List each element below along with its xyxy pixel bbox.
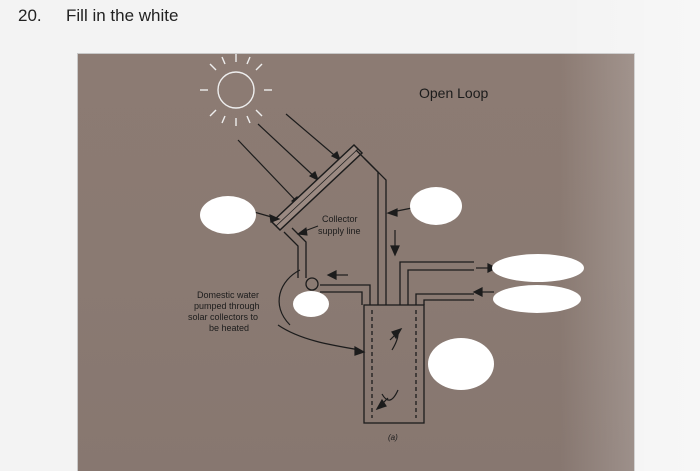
answer-blanks <box>200 187 584 390</box>
sun-ray-arrows <box>237 113 342 207</box>
collector-panel <box>270 143 364 232</box>
sun-icon <box>200 54 272 126</box>
storage-tank <box>363 304 425 424</box>
flow-arrows <box>253 207 498 411</box>
blank-tank[interactable] <box>428 338 494 390</box>
question-prompt: Fill in the white <box>66 6 179 25</box>
domestic-label-1: Domestic water <box>197 290 259 300</box>
blank-pipe-outlet-2[interactable] <box>493 285 581 313</box>
supply-pipes <box>283 149 474 305</box>
blank-top-right[interactable] <box>410 187 462 225</box>
domestic-label-2: pumped through <box>194 301 260 311</box>
figure-label: (a) <box>388 433 398 442</box>
domestic-label-4: be heated <box>209 323 249 333</box>
diagram-title: Open Loop <box>419 85 488 101</box>
collector-label-1: Collector <box>322 214 358 224</box>
blank-pipe-outlet-1[interactable] <box>492 254 584 282</box>
collector-label-2: supply line <box>318 226 361 236</box>
domestic-label-3: solar collectors to <box>188 312 258 322</box>
question-number: 20. <box>18 6 42 25</box>
blank-left-collector[interactable] <box>200 196 256 234</box>
collector-label-pointer <box>296 225 319 236</box>
blank-pump[interactable] <box>293 291 329 317</box>
